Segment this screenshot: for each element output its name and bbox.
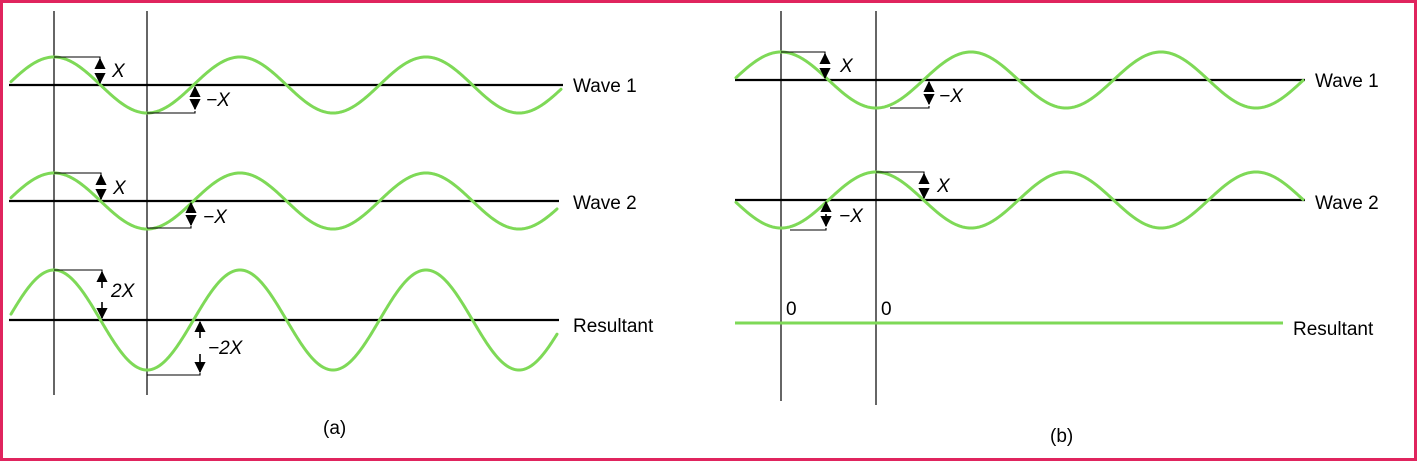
wave-2-name: Wave 2 (573, 193, 637, 214)
wave-2-curve (734, 170, 1305, 230)
resultant-zero-left: 0 (786, 299, 797, 320)
wave-2-neg-amp-label: −X (839, 206, 864, 227)
wave-2-name: Wave 2 (1315, 193, 1379, 214)
resultant-name: Resultant (573, 316, 654, 337)
wave-1-name: Wave 1 (573, 76, 637, 97)
resultant-trough-leader (147, 373, 201, 376)
panel-b: X −X Wave 1 X −X Wave 2 0 0 Resultan (734, 11, 1379, 447)
wave-1-amp-label: X (111, 61, 126, 82)
resultant-neg-amp-label: −2X (208, 338, 244, 359)
wave-2-trough-leader (147, 226, 192, 229)
panel-b-wave-2: X −X Wave 2 (734, 170, 1379, 231)
panel-b-resultant: 0 0 Resultant (735, 299, 1374, 340)
resultant-amp-label: 2X (110, 281, 136, 302)
panel-b-caption: (b) (1050, 426, 1073, 447)
panel-a-wave-1: X −X Wave 1 (9, 55, 637, 115)
wave-2-amp-label: X (112, 178, 127, 199)
resultant-zero-right: 0 (881, 299, 892, 320)
wave-1-curve (734, 50, 1305, 110)
wave-2-neg-amp-label: −X (203, 207, 228, 228)
panel-a-caption: (a) (323, 418, 346, 439)
wave-1-trough-leader (147, 111, 196, 114)
wave-1-curve (9, 55, 563, 115)
wave-2-amp-label: X (936, 176, 951, 197)
wave-2-curve (9, 171, 559, 231)
wave-1-neg-amp-label: −X (939, 86, 964, 107)
wave-1-trough-leader (890, 106, 930, 109)
wave-1-amp-label: X (839, 56, 854, 77)
diagram-canvas: X −X Wave 1 X −X Wave 2 (9, 11, 1379, 447)
resultant-curve (9, 268, 559, 372)
wave-2-trough-leader (790, 228, 827, 231)
panel-b-wave-1: X −X Wave 1 (734, 50, 1379, 110)
resultant-name: Resultant (1293, 319, 1374, 340)
panel-a: X −X Wave 1 X −X Wave 2 (9, 11, 654, 439)
panel-a-resultant: 2X −2X Resultant (9, 268, 654, 376)
panel-a-wave-2: X −X Wave 2 (9, 171, 637, 231)
wave-1-neg-amp-label: −X (206, 90, 231, 111)
wave-1-name: Wave 1 (1315, 71, 1379, 92)
